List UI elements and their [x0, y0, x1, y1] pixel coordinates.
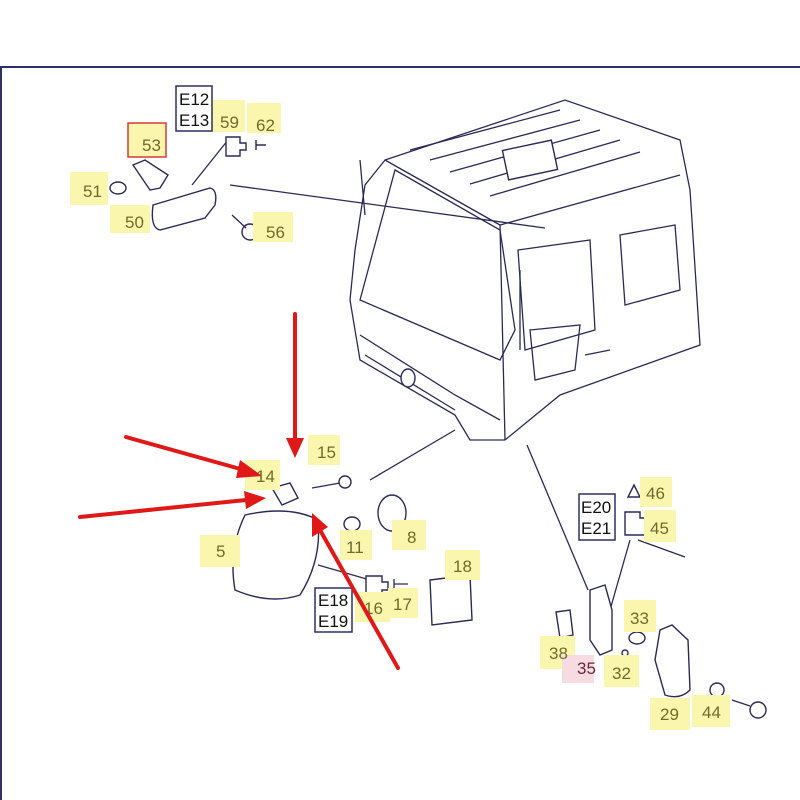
washer-icon: [709, 682, 725, 698]
part-56[interactable]: 56: [266, 223, 285, 242]
red-arrow-icon: [124, 435, 262, 478]
screw-icon: [749, 701, 767, 719]
headlamp-lens-icon: [232, 510, 320, 600]
part-33[interactable]: 33: [630, 609, 649, 628]
part-59[interactable]: 59: [220, 113, 239, 132]
lamp-socket-icon: [131, 159, 169, 191]
screw-icon: [311, 482, 341, 489]
red-arrow-icon: [78, 491, 266, 519]
part-51[interactable]: 51: [83, 182, 102, 201]
part-29[interactable]: 29: [660, 705, 679, 724]
part-numbers: 53 59 62 51 50 56 15 14 8 11 5 18 16 17 …: [83, 113, 721, 724]
bulb-icon: [628, 631, 646, 645]
part-14[interactable]: 14: [256, 467, 275, 486]
part-44[interactable]: 44: [702, 703, 721, 722]
part-18[interactable]: 18: [453, 557, 472, 576]
connector-icon: [225, 136, 247, 157]
pin-icon: [393, 579, 408, 589]
pin-icon: [626, 483, 642, 498]
svg-text:E13: E13: [179, 111, 209, 130]
truck-cab-icon: [349, 99, 701, 441]
label-highlights: [70, 100, 730, 730]
selected-part-box: [127, 122, 167, 158]
part-8[interactable]: 8: [407, 528, 416, 547]
connector-icon: [624, 511, 646, 536]
part-46[interactable]: 46: [646, 484, 665, 503]
part-38[interactable]: 38: [549, 644, 568, 663]
clip-icon: [555, 609, 574, 639]
code-box-e12-e13: E12 E13: [175, 85, 213, 132]
marker-lamp-icon: [151, 187, 217, 231]
switch-icon: [429, 574, 473, 626]
red-arrow-icon: [312, 513, 400, 670]
code-box-e20-e21: E20 E21: [578, 493, 616, 541]
svg-text:E12: E12: [179, 90, 209, 109]
leader-lines: [191, 139, 686, 611]
part-45[interactable]: 45: [650, 519, 669, 538]
part-17[interactable]: 17: [393, 595, 412, 614]
side-lamp-housing-icon: [589, 584, 613, 656]
part-50[interactable]: 50: [125, 213, 144, 232]
part-32[interactable]: 32: [612, 664, 631, 683]
code-box-e18-e19: E18 E19: [314, 587, 353, 633]
svg-text:E19: E19: [318, 612, 348, 631]
part-35[interactable]: 35: [577, 659, 596, 678]
part-5[interactable]: 5: [216, 542, 225, 561]
part-shapes: [109, 136, 767, 719]
bulb-icon: [343, 516, 361, 532]
side-lamp-lens-icon: [654, 624, 691, 698]
svg-text:E20: E20: [581, 498, 611, 517]
svg-text:E18: E18: [318, 591, 348, 610]
part-11[interactable]: 11: [346, 538, 364, 557]
svg-text:E21: E21: [581, 519, 611, 538]
part-53[interactable]: 53: [142, 136, 161, 155]
pin-icon: [255, 140, 266, 150]
bulb-icon: [109, 181, 127, 195]
part-62[interactable]: 62: [256, 116, 275, 135]
red-arrow-icon: [286, 312, 304, 458]
diagram-frame: [0, 66, 800, 800]
part-15[interactable]: 15: [317, 443, 336, 462]
